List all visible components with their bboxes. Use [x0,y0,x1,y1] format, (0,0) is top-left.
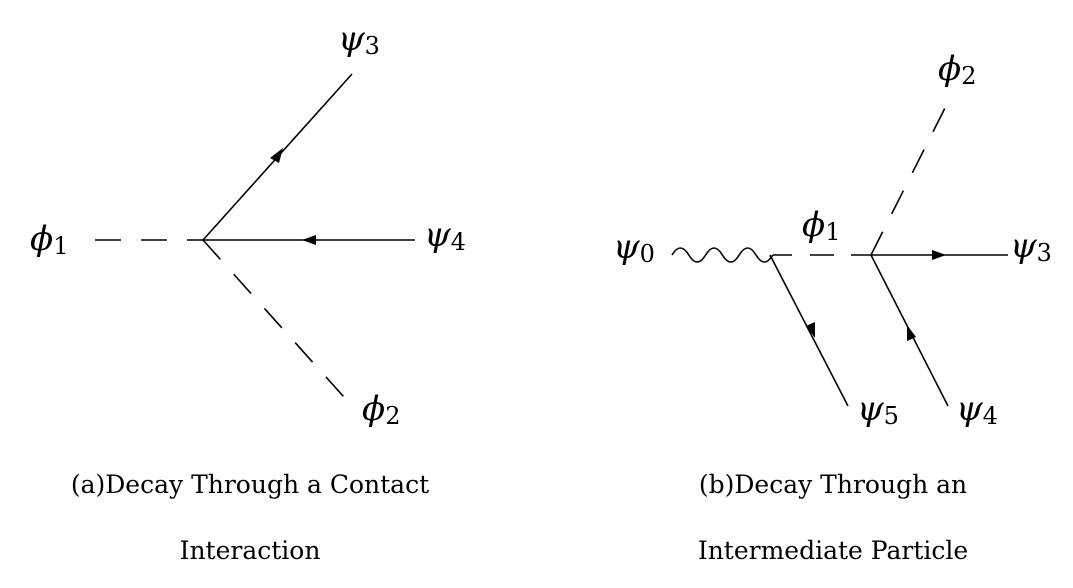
label-phi1: ϕ1 [30,219,68,260]
psi4-arrow [302,235,316,245]
psi0-wavy-line [671,247,774,263]
caption-a-line1: (a)Decay Through a Contact [70,470,430,499]
psi3-arrow [270,148,283,163]
diagram-a: ϕ1 ψ3 ψ4 ϕ2 [30,19,466,430]
caption-b-line2: Intermediate Particle [697,536,969,565]
label-phi2: ϕ2 [362,389,400,430]
diagram-b: ψ0 ϕ1 ϕ2 ψ3 ψ5 ψ4 [613,49,1052,430]
phi2-scalar-line [202,239,353,407]
psi5-fermion-line [769,254,849,407]
phi2-scalar-line [870,101,949,256]
label-phi2: ϕ2 [938,49,976,90]
label-psi3: ψ3 [338,19,380,60]
label-psi5: ψ5 [857,389,899,430]
psi4-arrow [907,325,916,341]
caption-a-line2: Interaction [179,536,321,565]
label-psi0: ψ0 [613,227,655,268]
label-psi3: ψ3 [1010,226,1052,267]
label-phi1: ϕ1 [802,205,840,246]
psi5-arrow [806,322,815,338]
caption-b-line1: (b)Decay Through an [698,470,968,499]
label-psi4: ψ4 [424,215,466,256]
psi3-arrow [932,250,946,260]
label-psi4: ψ4 [956,389,998,430]
